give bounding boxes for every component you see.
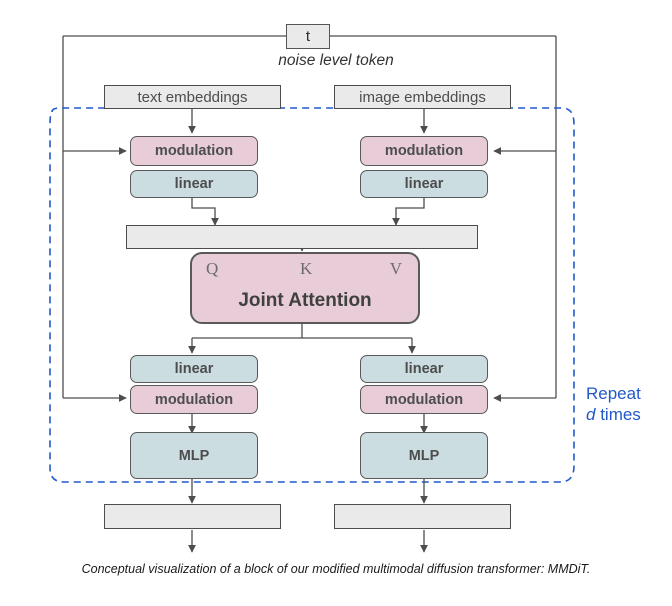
image-modulation-top: modulation: [360, 136, 488, 166]
image-linear-top-label: linear: [404, 176, 444, 192]
noise-level-token-caption: noise level token: [278, 52, 394, 69]
timestep-distribution-frame: [62, 35, 557, 402]
arrow-text-linear-to-concat: [191, 198, 219, 226]
image-embeddings-label: image embeddings: [359, 88, 486, 106]
text-mlp-block: MLP: [130, 432, 258, 479]
image-linear-bottom: linear: [360, 355, 488, 383]
image-mlp-block: MLP: [360, 432, 488, 479]
text-mlp-label: MLP: [178, 447, 210, 464]
text-embeddings-box: text embeddings: [104, 85, 281, 109]
text-modulation-top-label: modulation: [154, 143, 234, 159]
image-modulation-bottom-label: modulation: [384, 391, 464, 408]
timestep-token-label: t: [305, 28, 311, 45]
text-linear-bottom: linear: [130, 355, 258, 383]
image-modulation-bottom: modulation: [360, 385, 488, 414]
image-linear-top: linear: [360, 170, 488, 198]
text-modulation-bottom: modulation: [130, 385, 258, 414]
repeat-times-word: times: [595, 405, 641, 425]
concat-sequence-bar: [126, 225, 478, 249]
image-mlp-label: MLP: [408, 447, 440, 464]
repeat-d-times-annotation: Repeat d times: [586, 383, 641, 426]
text-modulation-bottom-label: modulation: [154, 391, 234, 408]
text-linear-top-label: linear: [174, 176, 214, 192]
text-output-bar: [104, 504, 281, 529]
image-embeddings-box: image embeddings: [334, 85, 511, 109]
key-label: K: [300, 259, 313, 278]
text-linear-top: linear: [130, 170, 258, 198]
timestep-token-box: t: [286, 24, 330, 49]
value-label: V: [389, 259, 402, 278]
repeat-line-2: d times: [586, 404, 641, 425]
text-modulation-top: modulation: [130, 136, 258, 166]
image-linear-bottom-label: linear: [404, 361, 444, 377]
text-linear-bottom-label: linear: [174, 361, 214, 377]
query-label: Q: [206, 259, 219, 278]
repeat-boundary-dashed-rect: [49, 107, 575, 483]
figure-caption: Conceptual visualization of a block of o…: [81, 562, 591, 576]
image-modulation-top-label: modulation: [384, 143, 464, 159]
joint-attention-title: Joint Attention: [238, 290, 372, 311]
text-embeddings-label: text embeddings: [137, 88, 248, 106]
repeat-line-1: Repeat: [586, 384, 641, 403]
repeat-depth-symbol: d: [586, 405, 596, 425]
joint-attention-block: Q K V Joint Attention: [190, 252, 420, 324]
arrow-image-linear-to-concat: [392, 198, 425, 226]
image-output-bar: [334, 504, 511, 529]
